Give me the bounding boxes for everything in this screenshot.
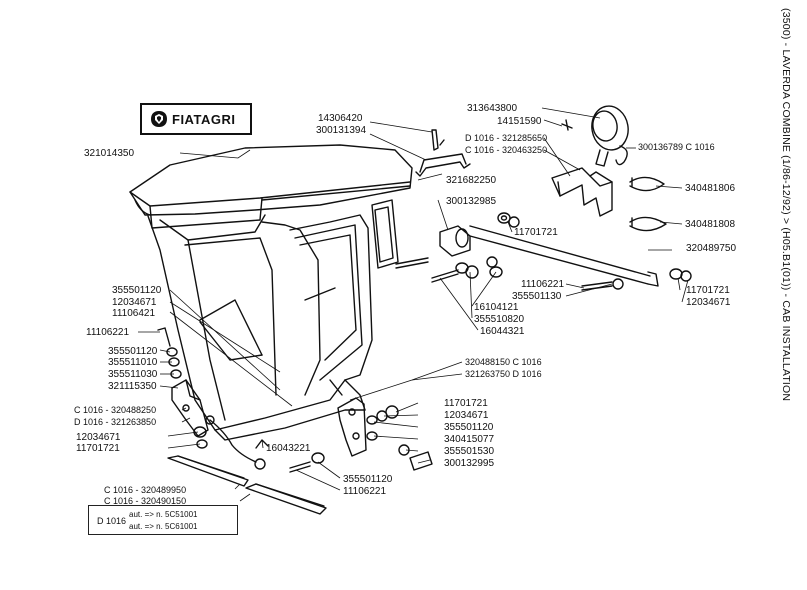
part-label: 11106221: [343, 486, 387, 497]
part-label: 340481806: [685, 183, 736, 194]
part-label: 321014350: [84, 148, 135, 159]
right-bracket: [289, 397, 433, 473]
work-lamp: [561, 105, 629, 167]
part-label: 355511010: [108, 357, 158, 368]
part-label: 16044321: [480, 326, 525, 337]
sill-rail-2: [245, 483, 327, 515]
left-bracket: [157, 327, 269, 470]
long-bolt: [395, 257, 429, 269]
part-label: C 1016 - 320490150: [104, 496, 187, 506]
part-label: 355501120: [343, 474, 393, 485]
hose-clamp-1: [629, 176, 665, 192]
part-label: 320488150 C 1016: [465, 357, 542, 367]
part-label: 11106421: [112, 308, 156, 319]
stay-rod: [469, 225, 659, 287]
part-label: 12034671: [686, 297, 731, 308]
cab-roof: [129, 144, 413, 229]
part-label: 14151590: [497, 116, 542, 127]
note-line-1: aut. => n. 5C51001: [129, 510, 198, 519]
part-label: 300136789 C 1016: [638, 142, 715, 152]
part-label: 12034671: [444, 410, 489, 421]
part-label: 14306420: [318, 113, 363, 124]
part-label: 11106221: [521, 279, 565, 290]
part-label: 300132985: [446, 196, 497, 207]
part-label: 12034671: [112, 297, 157, 308]
part-label: 11701721: [514, 227, 558, 238]
part-label: 340481808: [685, 219, 736, 230]
part-label: 355501130: [512, 291, 562, 302]
fiatagri-emblem-icon: [151, 111, 167, 127]
part-label: D 1016 - 321263850: [74, 417, 157, 427]
part-label: 11106221: [86, 327, 130, 338]
lamp-bracket: [551, 167, 613, 217]
leader-lines: [138, 107, 689, 502]
cab-body: [147, 199, 399, 441]
logo-text: FIATAGRI: [172, 112, 236, 127]
spacer-cylinder: [439, 225, 471, 257]
part-label: 355511030: [108, 369, 158, 380]
note-d-label: D 1016: [97, 516, 127, 526]
side-title-text: (3500) - LAVERDA COMBINE (1/86-12/92) > …: [780, 8, 792, 402]
part-label: C 1016 - 320463250: [465, 145, 548, 155]
sill-rail-1: [167, 455, 249, 487]
part-label: 355501120: [112, 285, 162, 296]
note-line-2: aut. => n. 5C61001: [129, 522, 198, 531]
part-label: 300132995: [444, 458, 495, 469]
side-title: (3500) - LAVERDA COMBINE (1/86-12/92) > …: [776, 8, 796, 568]
hose-clamp-2: [629, 216, 667, 232]
part-label: C 1016 - 320488250: [74, 405, 157, 415]
serial-note-box: D 1016 aut. => n. 5C51001 aut. => n. 5C6…: [88, 505, 238, 535]
part-label: 16104121: [474, 302, 519, 313]
fiatagri-logo: FIATAGRI: [140, 103, 252, 135]
part-label: 355501120: [108, 346, 158, 357]
part-label: 16043221: [266, 443, 311, 454]
part-label: 321115350: [108, 381, 157, 392]
part-label: 321682250: [446, 175, 497, 186]
part-label: C 1016 - 320489950: [104, 485, 187, 495]
part-label: 340415077: [444, 434, 495, 445]
part-label: 355510820: [474, 314, 525, 325]
part-label: D 1016 - 321285650: [465, 133, 548, 143]
part-label: 12034671: [76, 432, 121, 443]
part-label: 11701721: [444, 398, 488, 409]
grab-handle: [415, 129, 471, 177]
part-label: 321263750 D 1016: [465, 369, 542, 379]
part-label: 313643800: [467, 103, 518, 114]
washer-nut-set-upper: [431, 212, 692, 291]
part-label: 11701721: [76, 443, 120, 454]
part-label: 355501530: [444, 446, 495, 457]
part-label: 11701721: [686, 285, 730, 296]
part-label: 320489750: [686, 243, 737, 254]
part-label: 300131394: [316, 125, 367, 136]
part-label: 355501120: [444, 422, 494, 433]
